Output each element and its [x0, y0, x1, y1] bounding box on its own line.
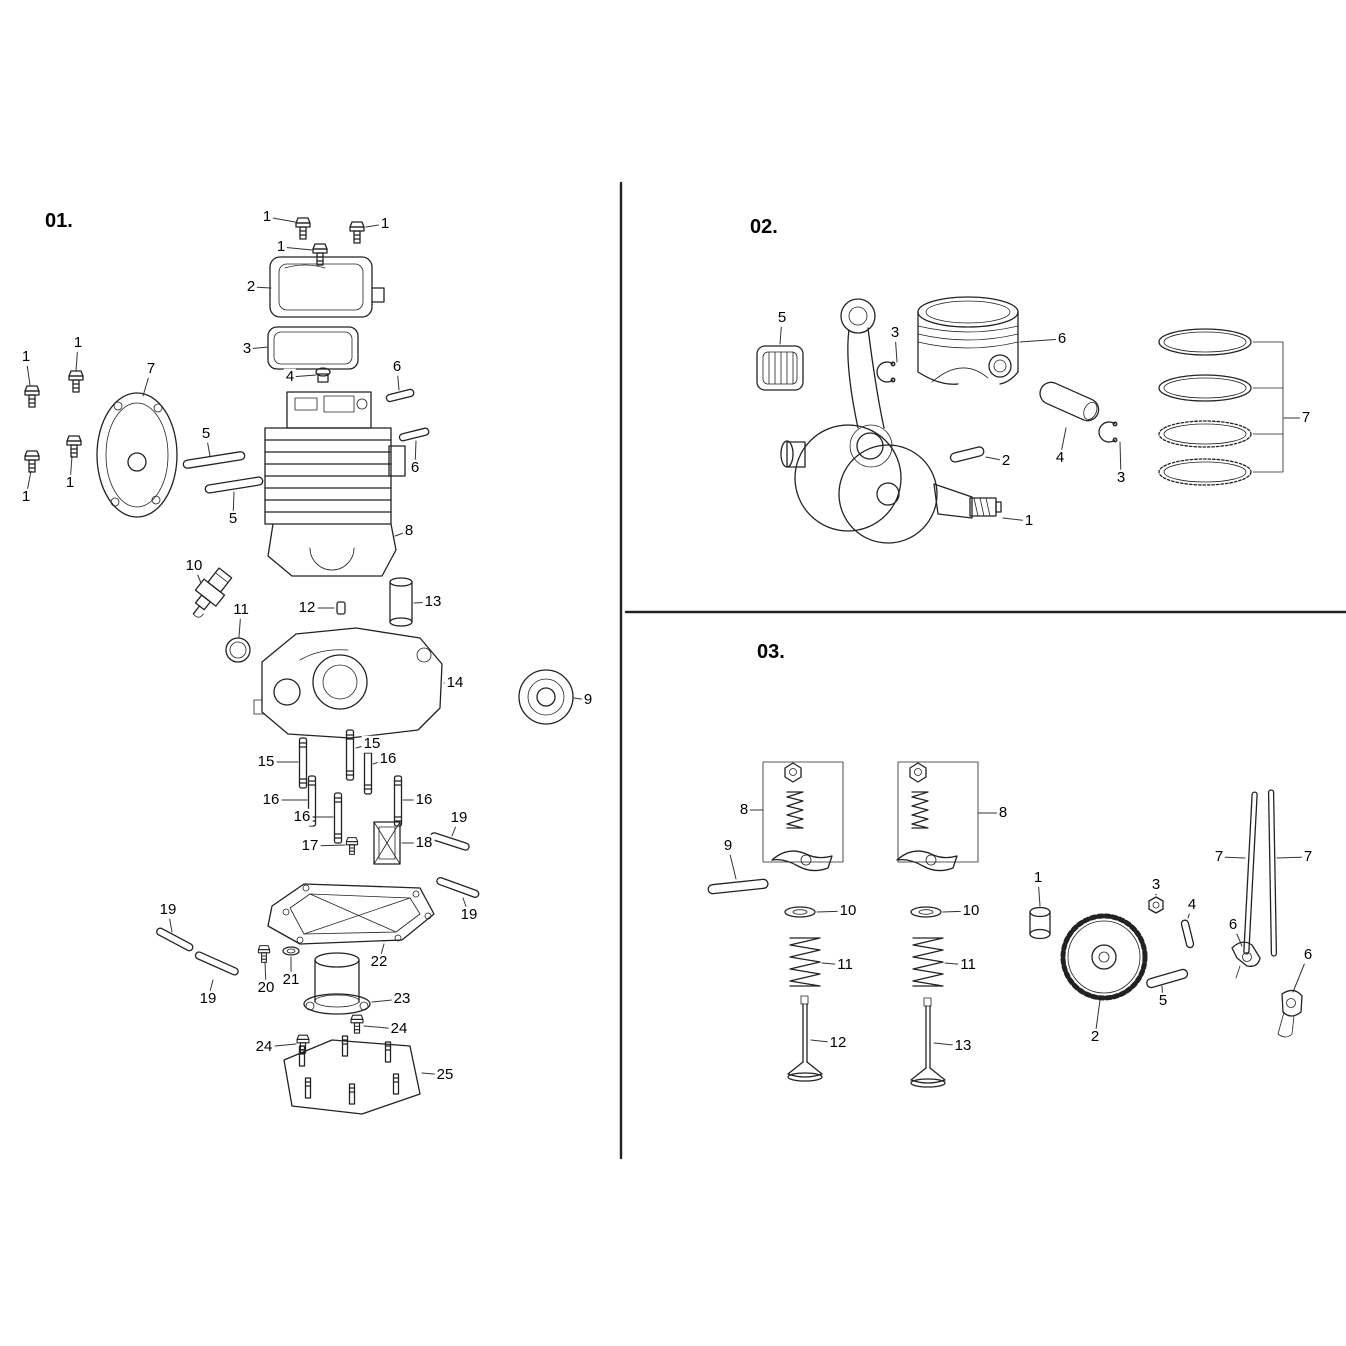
- part-callout-03-11: 11: [958, 955, 978, 974]
- part-callout-01-6: 6: [390, 357, 404, 376]
- part-callout-02-6: 6: [1055, 329, 1069, 348]
- part-callout-02-1: 1: [1022, 511, 1036, 530]
- part-callout-03-6: 6: [1301, 945, 1315, 964]
- part-callout-01-14: 14: [444, 673, 466, 692]
- part-callout-01-24: 24: [253, 1037, 275, 1056]
- section-03-artwork: [707, 761, 1303, 1088]
- part-callout-01-7: 7: [144, 359, 158, 378]
- part-callout-01-10: 10: [183, 556, 205, 575]
- part-callout-03-4: 4: [1185, 895, 1199, 914]
- leader-line-02-2: [1019, 338, 1063, 343]
- part-callout-03-7: 7: [1301, 847, 1315, 866]
- leader-lines: [25, 216, 1309, 1076]
- part-callout-01-17: 17: [299, 836, 321, 855]
- part-callout-01-24: 24: [388, 1019, 410, 1038]
- part-callout-01-16: 16: [260, 790, 282, 809]
- part-callout-03-10: 10: [837, 901, 859, 920]
- part-callout-03-7: 7: [1212, 847, 1226, 866]
- part-callout-01-1: 1: [378, 214, 392, 233]
- part-callout-01-1: 1: [19, 347, 33, 366]
- part-callout-02-5: 5: [775, 308, 789, 327]
- part-callout-01-19: 19: [197, 989, 219, 1008]
- part-callout-01-23: 23: [391, 989, 413, 1008]
- part-callout-01-1: 1: [19, 487, 33, 506]
- part-callout-03-6: 6: [1226, 915, 1240, 934]
- part-callout-01-20: 20: [255, 978, 277, 997]
- part-callout-01-5: 5: [226, 509, 240, 528]
- part-callout-03-8: 8: [737, 800, 751, 819]
- part-callout-02-7: 7: [1299, 408, 1313, 427]
- part-callout-03-11: 11: [835, 955, 855, 974]
- part-callout-01-12: 12: [296, 598, 318, 617]
- part-callout-03-9: 9: [721, 836, 735, 855]
- part-callout-01-25: 25: [434, 1065, 456, 1084]
- part-callout-03-5: 5: [1156, 991, 1170, 1010]
- part-callout-03-12: 12: [827, 1033, 849, 1052]
- part-callout-02-3: 3: [888, 323, 902, 342]
- part-callout-01-5: 5: [199, 424, 213, 443]
- part-callout-01-15: 15: [361, 734, 383, 753]
- part-callout-02-2: 2: [999, 451, 1013, 470]
- section-label-02: 02.: [750, 216, 778, 238]
- part-callout-03-13: 13: [952, 1036, 974, 1055]
- part-callout-01-16: 16: [291, 807, 313, 826]
- part-callout-03-2: 2: [1088, 1027, 1102, 1046]
- section-label-01: 01.: [45, 210, 73, 232]
- section-02-artwork: [756, 296, 1284, 544]
- part-callout-01-16: 16: [413, 790, 435, 809]
- part-callout-01-18: 18: [413, 833, 435, 852]
- part-callout-01-11: 11: [231, 600, 251, 619]
- section-label-03: 03.: [757, 641, 785, 663]
- part-callout-01-19: 19: [448, 808, 470, 827]
- section-01-artwork: [24, 217, 574, 1115]
- part-callout-02-3: 3: [1114, 468, 1128, 487]
- part-callout-01-15: 15: [255, 752, 277, 771]
- part-callout-01-22: 22: [368, 952, 390, 971]
- part-callout-01-4: 4: [283, 367, 297, 386]
- part-callout-01-19: 19: [458, 905, 480, 924]
- part-callout-01-2: 2: [244, 277, 258, 296]
- part-callout-01-13: 13: [422, 592, 444, 611]
- part-callout-02-4: 4: [1053, 448, 1067, 467]
- part-callout-03-3: 3: [1149, 875, 1163, 894]
- part-callout-01-8: 8: [402, 521, 416, 540]
- part-callout-03-10: 10: [960, 901, 982, 920]
- part-callout-01-16: 16: [377, 749, 399, 768]
- part-callout-01-19: 19: [157, 900, 179, 919]
- part-callout-01-3: 3: [240, 339, 254, 358]
- part-callout-01-6: 6: [408, 458, 422, 477]
- part-callout-01-9: 9: [581, 690, 595, 709]
- part-callout-01-1: 1: [274, 237, 288, 256]
- part-callout-01-21: 21: [280, 970, 302, 989]
- part-callout-01-1: 1: [260, 207, 274, 226]
- part-callout-03-8: 8: [996, 803, 1010, 822]
- part-callout-01-1: 1: [71, 333, 85, 352]
- part-callout-03-1: 1: [1031, 868, 1045, 887]
- part-callout-01-1: 1: [63, 473, 77, 492]
